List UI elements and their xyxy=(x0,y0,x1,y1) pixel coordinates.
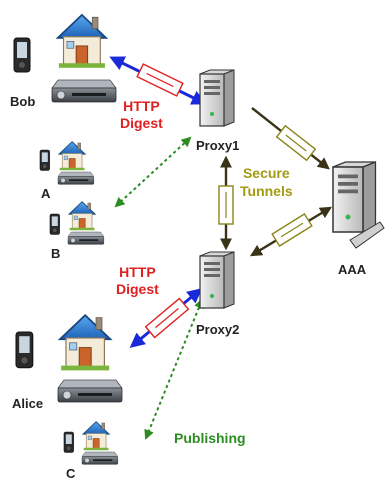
digest-icon-bob xyxy=(136,63,184,97)
label-secure-tunnels-line2: Tunnels xyxy=(240,183,293,199)
c-phone-icon xyxy=(63,431,74,453)
label-http-digest-bob: HTTP Digest xyxy=(120,98,163,132)
tunnel-icon-proxy1-aaa xyxy=(276,125,316,161)
label-secure-tunnels-line1: Secure xyxy=(242,165,290,181)
c-house-icon xyxy=(82,421,110,451)
b-proxy1-publish-link xyxy=(114,136,192,208)
tunnel-icon-proxy2-aaa xyxy=(271,213,313,247)
label-http-digest-alice-line1: HTTP xyxy=(119,264,156,280)
proxy2-server-icon xyxy=(199,251,235,309)
proxy1-server-icon xyxy=(199,69,235,127)
alice-modem-icon xyxy=(57,379,123,403)
label-publishing: Publishing xyxy=(174,430,246,446)
a-house-icon xyxy=(58,141,86,171)
b-house-icon xyxy=(68,201,96,231)
label-bob: Bob xyxy=(10,94,36,109)
label-proxy2: Proxy2 xyxy=(196,322,240,337)
tunnel-icon-proxy1-proxy2 xyxy=(218,185,234,225)
bob-house-icon xyxy=(56,14,107,69)
aaa-server-icon xyxy=(332,161,377,233)
alice-phone-icon xyxy=(15,331,34,369)
label-secure-tunnels: Secure Tunnels xyxy=(240,164,293,200)
b-phone-icon xyxy=(49,213,60,235)
label-http-digest-alice-line2: Digest xyxy=(116,281,159,297)
label-alice: Alice xyxy=(12,396,44,411)
b-modem-icon xyxy=(67,231,105,245)
alice-house-icon xyxy=(59,314,112,372)
label-a: A xyxy=(41,186,51,201)
c-proxy2-publish-link xyxy=(144,298,204,440)
digest-icon-alice xyxy=(144,297,190,339)
label-aaa: AAA xyxy=(338,262,367,277)
label-http-digest-bob-line1: HTTP xyxy=(123,98,160,114)
label-b: B xyxy=(51,246,61,261)
aaa-keyboard-icon xyxy=(349,221,385,249)
label-proxy1: Proxy1 xyxy=(196,138,240,153)
label-c: C xyxy=(66,466,76,481)
bob-modem-icon xyxy=(51,79,117,103)
a-modem-icon xyxy=(57,171,95,185)
a-phone-icon xyxy=(39,149,50,171)
label-http-digest-bob-line2: Digest xyxy=(120,115,163,131)
label-http-digest-alice: HTTP Digest xyxy=(116,264,159,298)
bob-phone-icon xyxy=(13,37,31,73)
c-modem-icon xyxy=(81,451,119,465)
